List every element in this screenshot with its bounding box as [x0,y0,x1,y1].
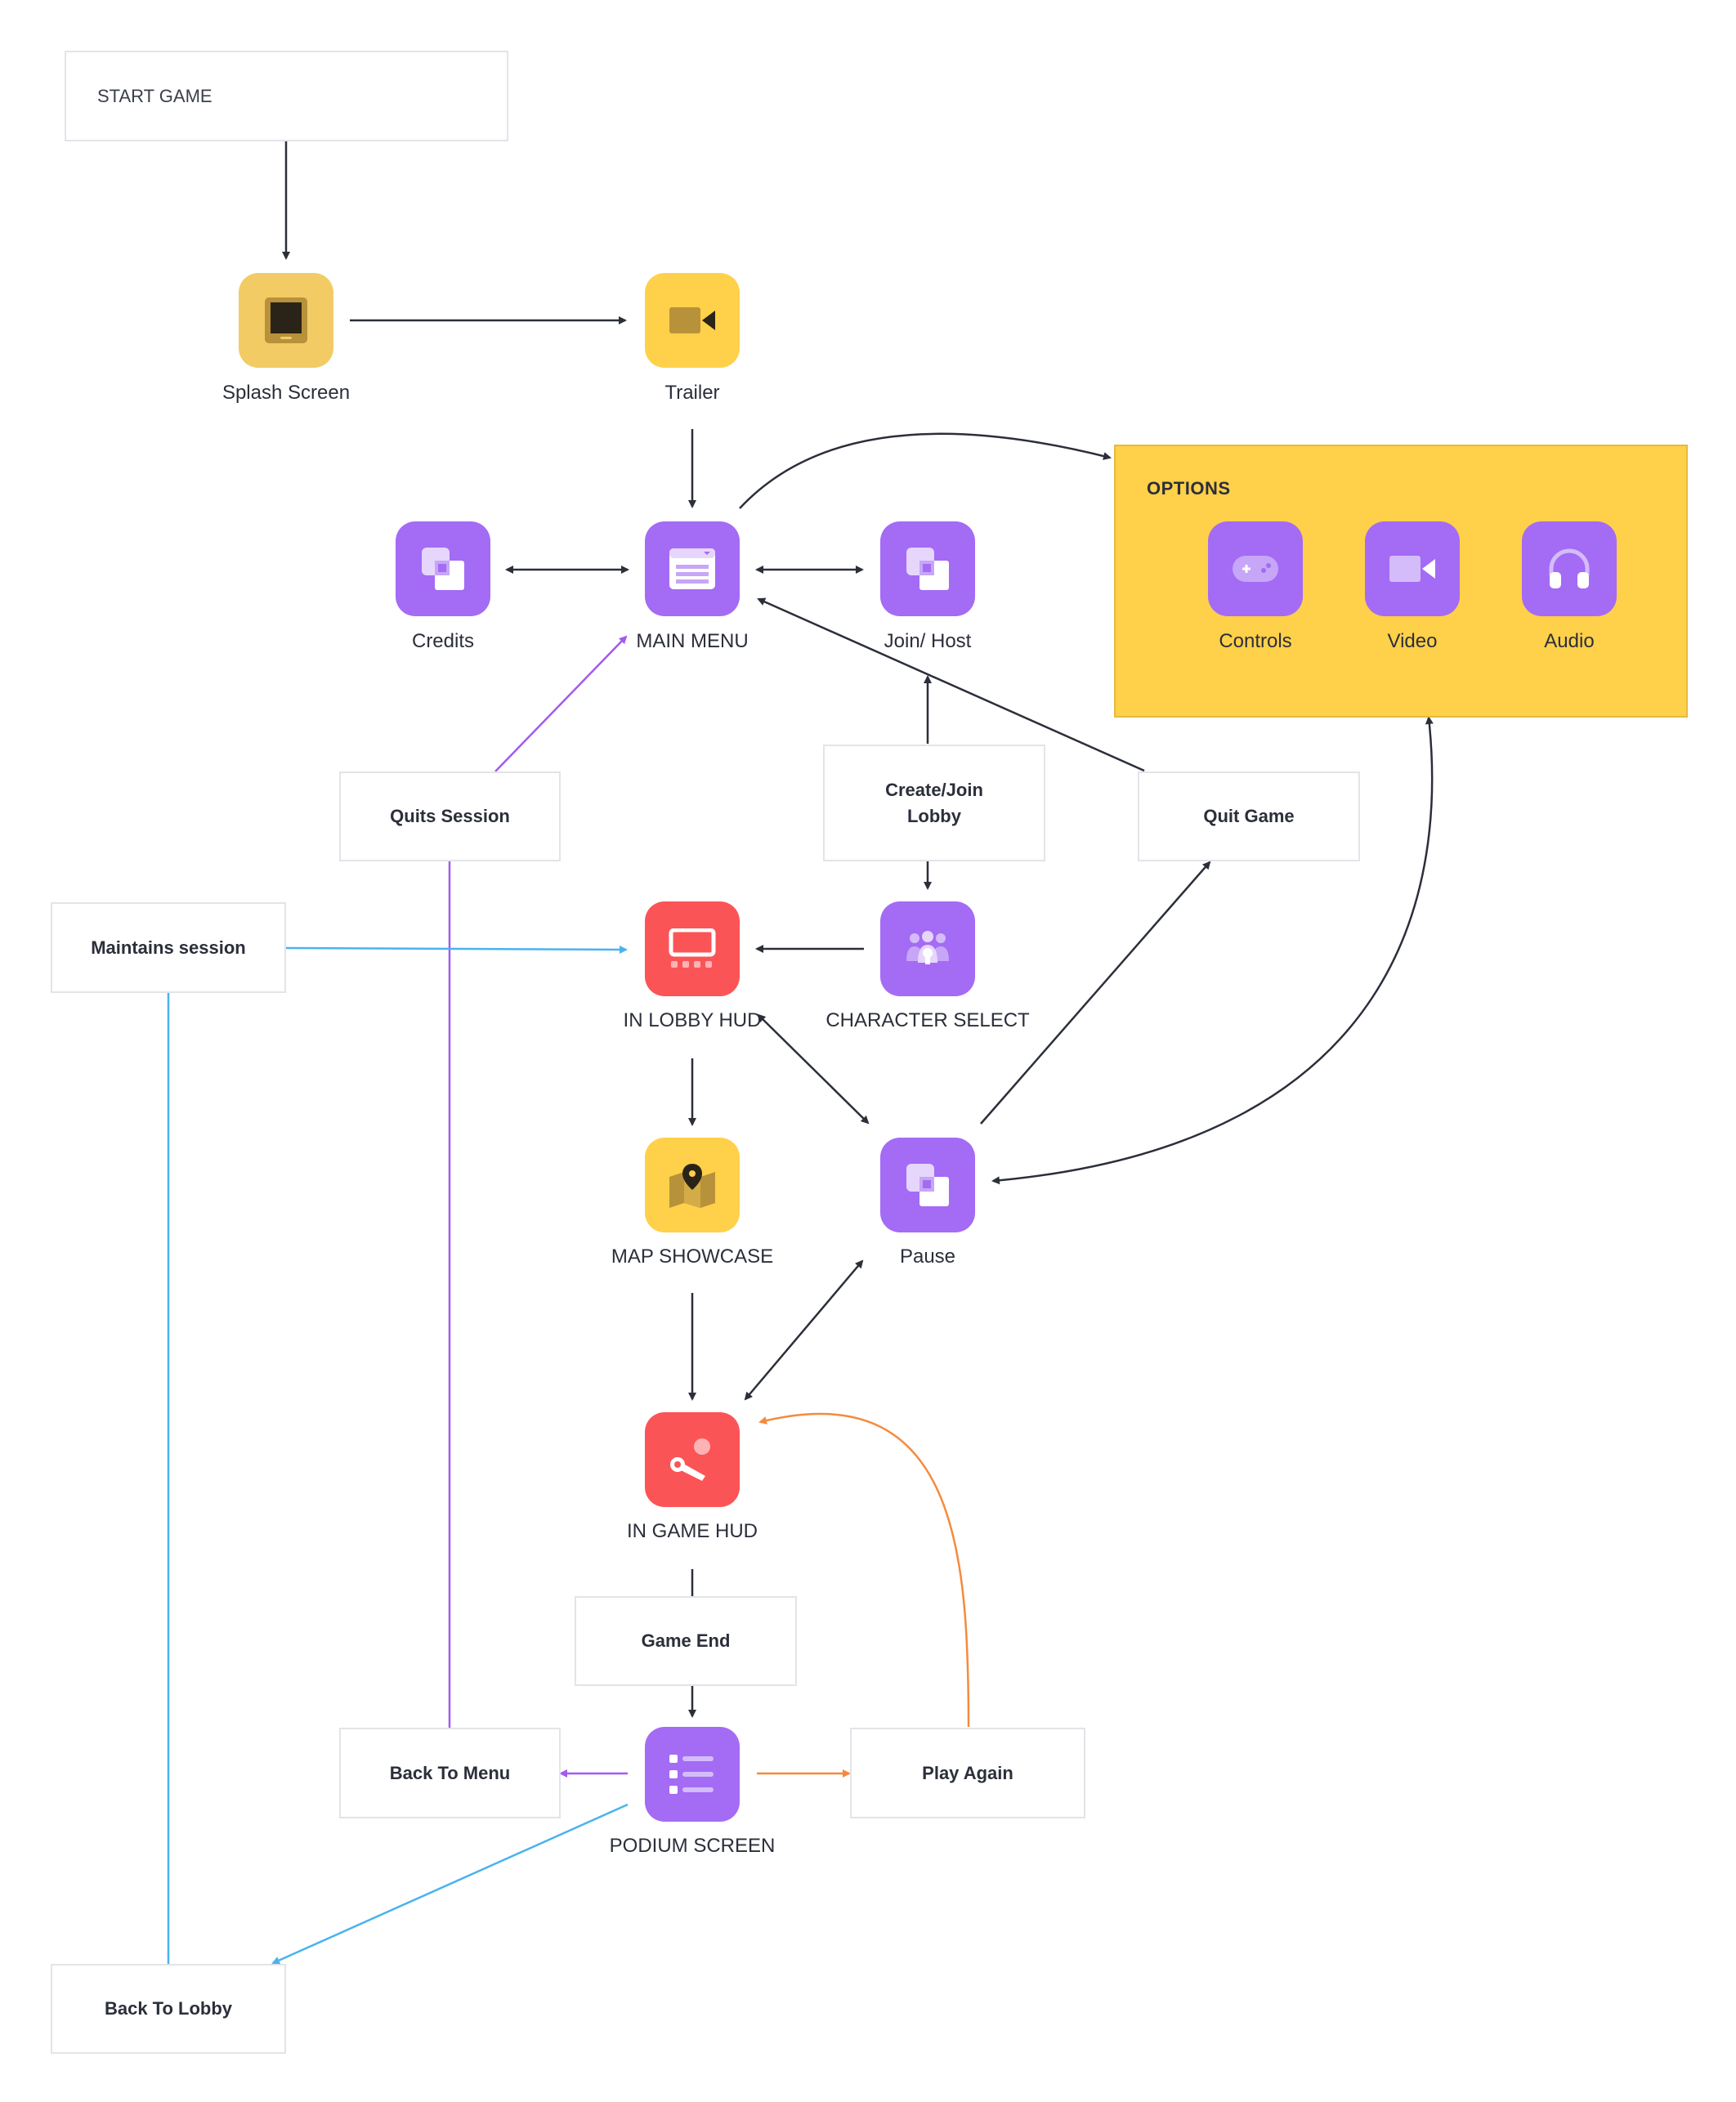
audio-node [1522,521,1617,616]
controls-node [1208,521,1303,616]
list-icon [669,1755,714,1794]
video-camera-icon [1389,556,1435,582]
main-menu-label: MAIN MENU [636,630,749,652]
arrow-pause-to-quitgame [980,861,1211,1125]
character-select-node [880,901,975,996]
play-again-box: Play Again [850,1728,1085,1818]
group-icon [906,931,949,964]
create-join-lobby-box: Create/Join Lobby [823,745,1045,861]
gamepad-icon [1233,556,1278,582]
controls-label: Controls [1219,630,1292,652]
game-end-label: Game End [641,1630,731,1652]
back-to-menu-box: Back To Menu [339,1728,561,1818]
arrow-podium-to-backtolobby [271,1803,629,1965]
back-to-lobby-box: Back To Lobby [51,1964,286,2054]
tablet-icon [265,297,307,343]
monitor-icon [669,928,716,968]
trailer-label: Trailer [664,382,720,404]
video-label: Video [1387,630,1438,652]
create-join-line-2: Lobby [906,805,961,826]
arrow-quits-session-to-menu [494,635,628,772]
options-title: OPTIONS [1147,478,1231,499]
maintains-session-label: Maintains session [91,937,246,958]
video-node [1365,521,1460,616]
in-game-hud-node [645,1412,740,1507]
arrow-playagain-to-gamehud [758,1412,970,1728]
create-join-lobby-label: Create/Join Lobby [885,777,983,830]
map-pin-icon [669,1164,715,1208]
quits-session-box: Quits Session [339,771,561,861]
arrow-options-pause [991,716,1434,1185]
trailer-node [645,273,740,368]
map-showcase-label: MAP SHOWCASE [611,1246,774,1268]
back-to-lobby-label: Back To Lobby [104,1998,233,2019]
podium-screen-node [645,1727,740,1822]
maintains-session-box: Maintains session [51,902,286,993]
in-game-hud-label: IN GAME HUD [626,1520,758,1542]
arrow-menu-to-options [739,432,1112,509]
play-again-label: Play Again [922,1762,1013,1783]
create-join-line-1: Create/Join [885,779,983,800]
game-end-box: Game End [575,1596,797,1686]
video-camera-icon [669,307,715,333]
start-game-box: START GAME [65,51,508,141]
headphones-icon [1549,548,1590,588]
arrow-pause-gamehud [744,1259,864,1401]
join-host-node [880,521,975,616]
arrow-maintains-to-lobbyhud [284,945,628,954]
credits-node [396,521,490,616]
credits-label: Credits [411,630,475,652]
pause-label: Pause [899,1246,956,1268]
in-lobby-hud-label: IN LOBBY HUD [623,1009,762,1031]
splash-screen-node [239,273,333,368]
map-showcase-node [645,1138,740,1232]
back-to-menu-label: Back To Menu [389,1762,511,1783]
character-select-label: CHARACTER SELECT [825,1009,1030,1031]
menu-window-icon [669,548,715,589]
podium-screen-label: PODIUM SCREEN [609,1835,776,1857]
arrow-lobbyhud-pause [757,1013,870,1125]
in-lobby-hud-node [645,901,740,996]
audio-label: Audio [1544,630,1595,652]
quit-game-label: Quit Game [1203,806,1295,827]
joystick-icon [670,1438,710,1481]
copy-icon [422,548,464,590]
splash-screen-label: Splash Screen [221,382,351,404]
main-menu-node [645,521,740,616]
copy-icon [906,548,949,590]
copy-icon [906,1164,949,1206]
join-host-label: Join/ Host [884,630,972,652]
quit-game-box: Quit Game [1138,771,1360,861]
quits-session-label: Quits Session [390,806,510,827]
start-game-label: START GAME [97,85,213,106]
pause-node [880,1138,975,1232]
